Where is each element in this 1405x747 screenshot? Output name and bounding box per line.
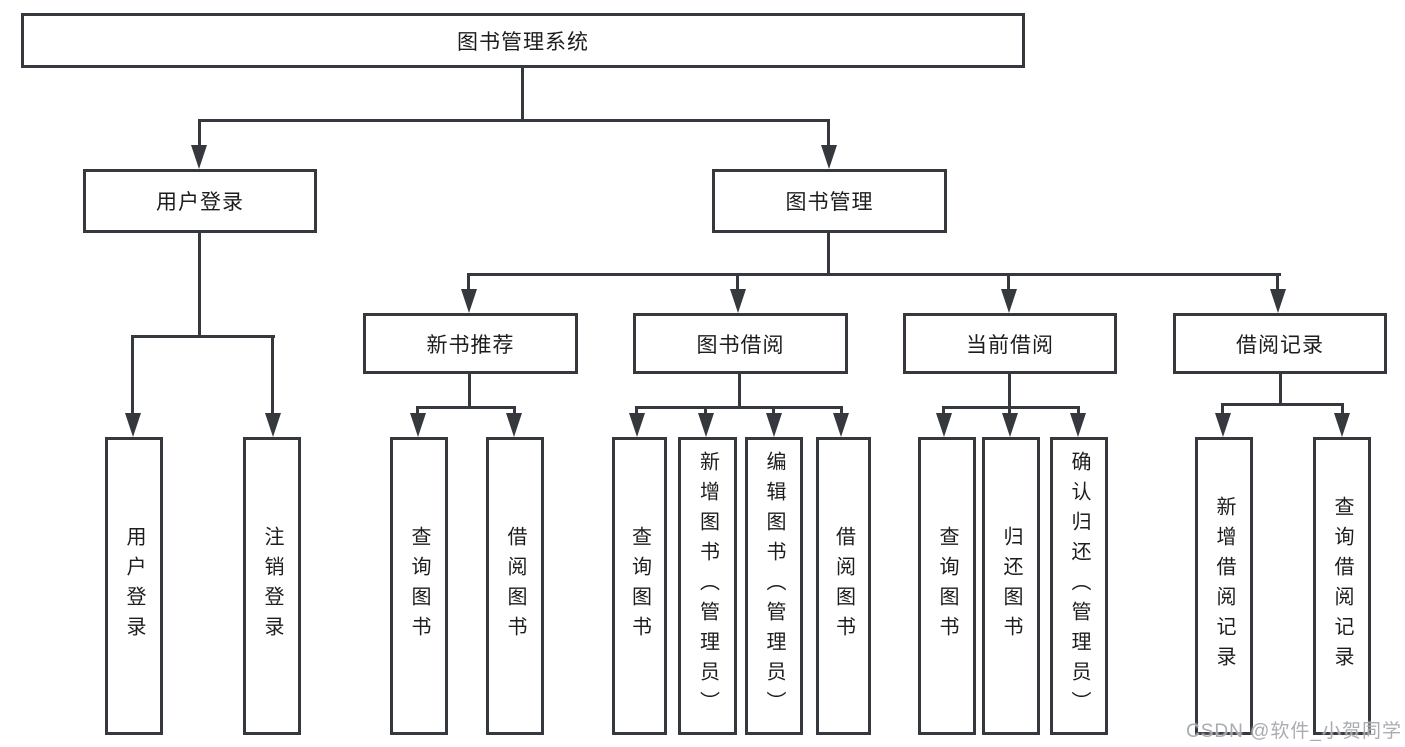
leaf-confirm-return-admin: 确认归还（管理员） — [1050, 437, 1108, 735]
arrow-down-icon — [410, 413, 426, 437]
leaf-query-books-current: 查询图书 — [918, 437, 976, 735]
arrow-down-icon — [191, 145, 207, 169]
leaf-query-books-current-label: 查询图书 — [936, 526, 958, 646]
leaf-borrow-books-borrow-label: 借阅图书 — [832, 526, 855, 646]
arrow-down-icon — [461, 289, 477, 313]
connector-line — [198, 232, 201, 338]
node-user-login: 用户登录 — [83, 169, 317, 233]
connector-line — [271, 335, 274, 419]
leaf-borrow-books-rec-label: 借阅图书 — [504, 526, 526, 646]
connector-line — [513, 406, 516, 419]
connector-line — [1276, 273, 1279, 292]
node-book-mgmt-label: 图书管理 — [785, 191, 874, 214]
leaf-borrow-books-rec: 借阅图书 — [486, 437, 544, 735]
connector-line — [198, 119, 830, 122]
connector-line — [467, 273, 470, 292]
leaf-logout: 注销登录 — [243, 437, 301, 735]
node-borrow-records-label: 借阅记录 — [1236, 333, 1324, 357]
node-root: 图书管理系统 — [21, 13, 1025, 68]
arrow-down-icon — [1215, 413, 1231, 437]
watermark: CSDN @软件_小贺同学 — [1186, 721, 1402, 742]
connector-line — [1279, 372, 1282, 406]
connector-line — [1008, 406, 1011, 419]
arrow-down-icon — [629, 413, 645, 437]
connector-line — [827, 119, 830, 150]
leaf-edit-books-admin-label: 编辑图书（管理员） — [763, 451, 785, 721]
leaf-user-login: 用户登录 — [105, 437, 163, 735]
connector-line — [704, 406, 707, 419]
connector-line — [1341, 403, 1344, 419]
node-current-borrow-label: 当前借阅 — [966, 333, 1054, 357]
leaf-query-borrow-record-label: 查询借阅记录 — [1331, 496, 1353, 676]
leaf-add-books-admin: 新增图书（管理员） — [678, 437, 737, 735]
connector-line — [198, 119, 201, 150]
connector-line — [416, 406, 419, 419]
arrow-down-icon — [1002, 413, 1018, 437]
leaf-confirm-return-admin-label: 确认归还（管理员） — [1068, 451, 1090, 721]
leaf-query-books-borrow-label: 查询图书 — [628, 526, 651, 646]
leaf-add-books-admin-label: 新增图书（管理员） — [696, 451, 719, 721]
connector-line — [131, 335, 134, 419]
node-book-borrow: 图书借阅 — [633, 313, 848, 374]
arrow-down-icon — [506, 413, 522, 437]
leaf-add-borrow-record-label: 新增借阅记录 — [1213, 496, 1235, 676]
node-new-book-rec: 新书推荐 — [363, 313, 578, 374]
connector-line — [942, 406, 1080, 409]
leaf-return-books-label: 归还图书 — [1000, 526, 1022, 646]
connector-line — [635, 406, 638, 419]
leaf-query-books-borrow: 查询图书 — [612, 437, 667, 735]
leaf-borrow-books-borrow: 借阅图书 — [816, 437, 871, 735]
leaf-query-borrow-record: 查询借阅记录 — [1313, 437, 1371, 735]
arrow-down-icon — [1070, 413, 1086, 437]
connector-line — [468, 372, 471, 409]
arrow-down-icon — [936, 413, 952, 437]
arrow-down-icon — [1270, 289, 1286, 313]
connector-line — [738, 372, 741, 409]
connector-line — [827, 232, 830, 276]
node-new-book-rec-label: 新书推荐 — [426, 333, 515, 357]
node-root-label: 图书管理系统 — [457, 30, 589, 54]
connector-line — [635, 406, 843, 409]
arrow-down-icon — [833, 413, 849, 437]
connector-line — [736, 273, 739, 292]
arrow-down-icon — [1001, 289, 1017, 313]
arrow-down-icon — [730, 289, 746, 313]
arrow-down-icon — [698, 413, 714, 437]
connector-line — [1007, 273, 1010, 292]
leaf-query-books-rec: 查询图书 — [390, 437, 448, 735]
node-user-login-label: 用户登录 — [156, 191, 244, 214]
connector-line — [416, 406, 516, 409]
node-book-mgmt: 图书管理 — [712, 169, 947, 233]
connector-line — [942, 406, 945, 419]
leaf-user-login-label: 用户登录 — [123, 526, 145, 646]
connector-line — [1008, 372, 1011, 409]
arrow-down-icon — [766, 413, 782, 437]
leaf-add-borrow-record: 新增借阅记录 — [1195, 437, 1253, 735]
leaf-return-books: 归还图书 — [982, 437, 1040, 735]
connector-line — [1077, 406, 1080, 419]
leaf-query-books-rec-label: 查询图书 — [408, 526, 430, 646]
arrow-down-icon — [1334, 413, 1350, 437]
arrow-down-icon — [125, 413, 141, 437]
connector-line — [1221, 403, 1224, 419]
leaf-edit-books-admin: 编辑图书（管理员） — [745, 437, 803, 735]
arrow-down-icon — [821, 145, 837, 169]
node-book-borrow-label: 图书借阅 — [696, 333, 785, 357]
connector-line — [840, 406, 843, 419]
connector-line — [131, 335, 275, 338]
leaf-logout-label: 注销登录 — [261, 526, 283, 646]
connector-line — [521, 68, 524, 122]
node-borrow-records: 借阅记录 — [1173, 313, 1387, 374]
connector-line — [772, 406, 775, 419]
connector-line — [467, 273, 1281, 276]
arrow-down-icon — [265, 413, 281, 437]
connector-line — [1221, 403, 1344, 406]
node-current-borrow: 当前借阅 — [903, 313, 1117, 374]
